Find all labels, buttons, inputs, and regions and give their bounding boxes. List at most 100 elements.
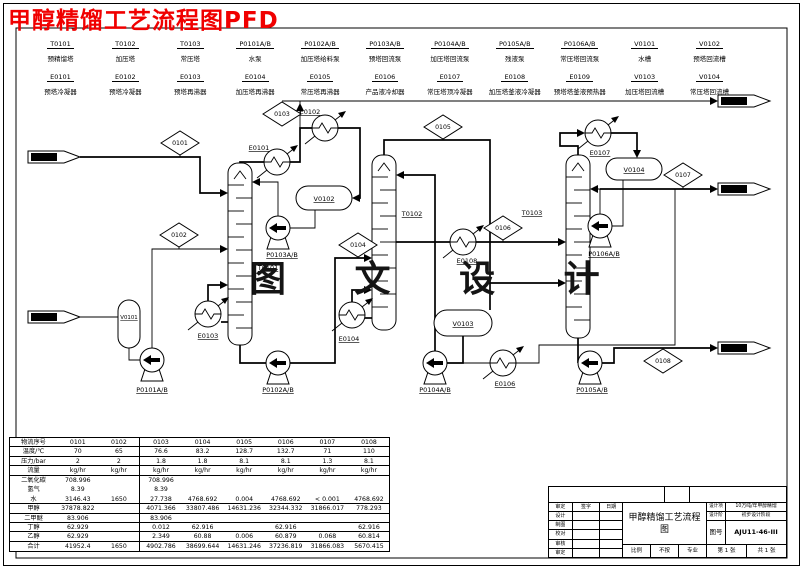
equipment-tag: E0101 [47, 73, 74, 82]
utility-line [256, 169, 268, 179]
stream-table-rowlabel: 温度/℃ [22, 448, 45, 456]
stream-table-cell: 2.349 [152, 533, 170, 541]
signature-row: 审定签字日期 [549, 503, 622, 513]
scale-cell: 专业 [686, 548, 698, 554]
signature-cell [573, 548, 601, 558]
label-p0106: P0106A/B [588, 250, 620, 258]
stream-tag-0104: 0104 [338, 232, 378, 258]
stream-table-rowlabel: 乙醇 [27, 533, 40, 541]
pump-arrow-icon [269, 223, 286, 233]
stream-table-cell: 3146.43 [65, 495, 91, 503]
stream-diamond-icon [338, 232, 378, 258]
stream-table-cell: 0.012 [152, 523, 170, 531]
stream-table-cell [99, 532, 141, 541]
stream-table-cell [307, 514, 349, 522]
stream-tag-0102: 0102 [159, 222, 199, 248]
stage-label: 设计阶段 [707, 512, 726, 520]
pipe-feed-t0102 [290, 257, 364, 364]
stream-tag-text: 0103 [274, 111, 290, 118]
stream-table-cell: 62.916 [274, 523, 297, 531]
title-block-right: 设计项目 10万吨/年甲醇精馏 设计阶段 初步设计阶段 图号 AJU11-46-… [707, 503, 786, 558]
stream-table-cell: 33807.486 [185, 505, 220, 513]
signature-cell [600, 549, 622, 558]
stream-table-cell: 62.929 [66, 523, 89, 531]
label-v0103: V0103 [453, 320, 474, 328]
equipment-name: 产品液冷却器 [365, 88, 405, 96]
stream-diamond-icon [262, 101, 302, 127]
drawing-number-row: 图号 AJU11-46-III [707, 521, 786, 545]
signature-cell: 设计 [549, 512, 573, 521]
pump-P0103: P0103A/B [265, 215, 298, 259]
stream-table-cell: 0101 [69, 439, 86, 446]
pipe-e0104-out [351, 289, 364, 302]
equipment-tag: V0102 [696, 40, 724, 49]
equipment-name: 水泵 [248, 55, 262, 63]
stream-tag-text: 0104 [350, 242, 366, 249]
stream-table-cell: 4768.692 [354, 495, 384, 503]
title-block-middle: 甲醇精馏工艺流程图 比例 不按 专业 [623, 503, 707, 558]
stream-table-cell: kg/hr [152, 467, 170, 475]
distributor-icon [233, 170, 247, 180]
utility-line [577, 140, 589, 150]
utility-arrow-icon [338, 111, 346, 118]
stream-table-cell: 83.906 [150, 514, 172, 522]
scale-cell: 不按 [651, 545, 679, 558]
stream-table-cell [265, 476, 307, 485]
trays-t0101 [228, 184, 252, 329]
stream-table-cell [223, 476, 265, 485]
pump-P0102: P0102A/B [262, 350, 294, 394]
stream-table-cell [99, 475, 141, 486]
stream-tag-0105: 0105 [423, 114, 463, 140]
stream-table-cell: 8.1 [280, 457, 291, 465]
equipment-tag: E0105 [306, 73, 334, 82]
stream-table-cell: 60.879 [274, 533, 297, 541]
stream-table-cell [265, 514, 307, 522]
stream-table-cell [182, 476, 224, 485]
stream-table-cell: 60.814 [358, 533, 380, 541]
label-e0108: E0108 [457, 257, 478, 265]
label-v0101: V0101 [120, 315, 137, 321]
equipment-tag: P0105A/B [496, 40, 534, 49]
equipment-tag: E0108 [501, 73, 529, 82]
project-value: 10万吨/年甲醇精馏 [735, 504, 777, 509]
utility-line [331, 322, 343, 332]
stream-table-cell: 110 [363, 448, 375, 456]
equipment-tag: P0101A/B [236, 40, 274, 49]
utility-line [304, 135, 316, 145]
stream-table-cell [99, 485, 141, 495]
pump-P0101: P0101A/B [136, 347, 168, 394]
outlet-flag-vent [717, 94, 772, 108]
divider [664, 487, 665, 502]
pipe-reflux-t0101 [258, 181, 279, 216]
stage-row: 设计阶段 初步设计阶段 [707, 512, 786, 521]
pipe-t0102-overhead [383, 139, 558, 284]
equipment-tag: P0106A/B [560, 40, 599, 49]
stream-table-cell: 778.293 [356, 505, 382, 513]
signature-cell [600, 530, 622, 538]
stream-table-cell: 0105 [236, 439, 253, 446]
equipment-name: 常压塔回流泵 [560, 55, 600, 63]
io-flag-bar [31, 313, 57, 321]
io-flag-bar [721, 97, 747, 105]
io-flag-bar [31, 153, 57, 161]
equipment-tag: E0104 [241, 73, 269, 82]
distributor-icon [571, 162, 585, 172]
pump-arrow-icon [426, 358, 443, 368]
stream-table-cell: kg/hr [277, 467, 294, 475]
stream-table-cell: 1.8 [197, 457, 208, 465]
vessel-V0104: V0104 [605, 157, 663, 181]
